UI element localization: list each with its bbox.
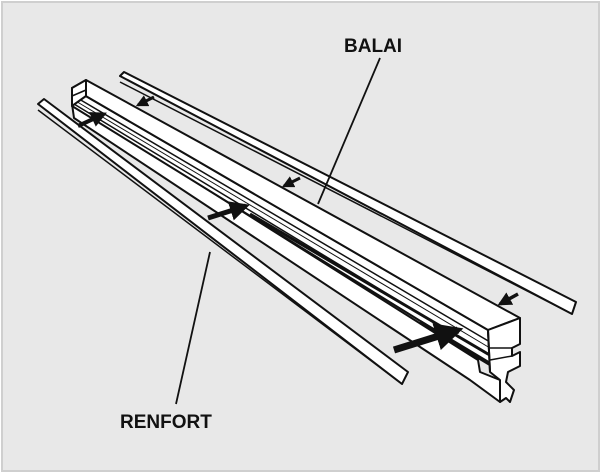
- left-reinforcement-strip: [37, 98, 409, 385]
- blade-leader-line: [317, 57, 381, 205]
- wiper-blade-rubber: [71, 79, 521, 403]
- insertion-arrow-icon: [207, 201, 250, 221]
- insertion-arrow-icon: [135, 95, 155, 107]
- right-reinforcement-strip: [119, 71, 577, 315]
- insertion-arrow-icon: [392, 323, 464, 354]
- insertion-arrow-icon: [77, 112, 107, 128]
- blade-label: BALAI: [344, 36, 402, 57]
- reinforcement-leader-line: [175, 251, 211, 405]
- reinforcement-label: RENFORT: [120, 412, 212, 433]
- insertion-arrow-icon: [281, 176, 301, 188]
- insertion-arrow-icon: [497, 292, 519, 306]
